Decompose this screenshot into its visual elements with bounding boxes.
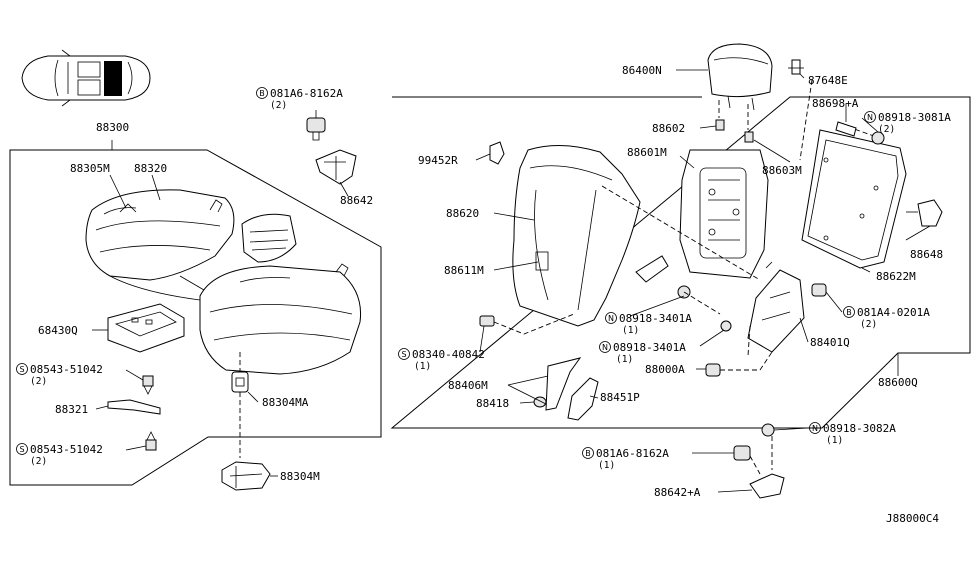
label-88300: 88300 bbox=[96, 121, 129, 134]
part-number-labels: 88300 88305M 88320 68430Q 08543-51042 (2… bbox=[30, 64, 951, 525]
screw-08543-lower bbox=[145, 431, 157, 451]
label-88601M: 88601M bbox=[627, 146, 667, 159]
label-88304M: 88304M bbox=[280, 470, 320, 483]
svg-text:(1): (1) bbox=[826, 435, 843, 446]
leader-lines bbox=[92, 69, 931, 493]
svg-text:B: B bbox=[846, 308, 852, 317]
screw-08340-40842 bbox=[479, 315, 495, 327]
label-08543-51042-a: 08543-51042 bbox=[30, 363, 103, 376]
bolt-081A6-upper bbox=[306, 117, 326, 141]
label-88321: 88321 bbox=[55, 403, 88, 416]
part-88648-lock bbox=[906, 199, 943, 227]
svg-text:N: N bbox=[867, 113, 873, 122]
part-88642A-hinge bbox=[749, 473, 785, 499]
seat-back-drawing bbox=[512, 144, 641, 327]
svg-text:(2): (2) bbox=[860, 319, 877, 330]
label-08543-51042-b: 08543-51042 bbox=[30, 443, 103, 456]
svg-text:B: B bbox=[259, 89, 265, 98]
label-88602: 88602 bbox=[652, 122, 685, 135]
bolt-081A4 bbox=[811, 283, 827, 297]
label-081A6-8162A-bottom: 081A6-8162A bbox=[596, 447, 669, 460]
part-87648E-clip bbox=[788, 59, 804, 75]
label-88600Q: 88600Q bbox=[878, 376, 918, 389]
label-68430Q: 68430Q bbox=[38, 324, 78, 337]
part-88642-hinge bbox=[315, 149, 357, 185]
label-08918-3401A-b: 08918-3401A bbox=[613, 341, 686, 354]
svg-text:N: N bbox=[812, 424, 818, 433]
label-88622M: 88622M bbox=[876, 270, 916, 283]
part-86400N-headrest bbox=[707, 43, 773, 111]
label-08340-40842: 08340-40842 bbox=[412, 348, 485, 361]
label-081A4-0201A: 081A4-0201A bbox=[857, 306, 930, 319]
label-88642: 88642 bbox=[340, 194, 373, 207]
label-88320: 88320 bbox=[134, 162, 167, 175]
part-88601M-frame bbox=[679, 149, 769, 279]
label-88401Q: 88401Q bbox=[810, 336, 850, 349]
svg-text:N: N bbox=[608, 314, 614, 323]
label-88620: 88620 bbox=[446, 207, 479, 220]
part-88304MA-clip bbox=[231, 371, 249, 393]
svg-text:S: S bbox=[19, 365, 24, 374]
part-88451P-cover bbox=[567, 377, 599, 421]
part-88698A-clip bbox=[835, 121, 857, 137]
svg-text:(1): (1) bbox=[616, 354, 633, 365]
label-88642A: 88642+A bbox=[654, 486, 701, 499]
diagram-code: J88000C4 bbox=[886, 512, 939, 525]
svg-text:(2): (2) bbox=[30, 456, 47, 467]
svg-text:(2): (2) bbox=[270, 100, 287, 111]
label-08918-3081A: 08918-3081A bbox=[878, 111, 951, 124]
label-88000A: 88000A bbox=[645, 363, 685, 376]
part-88622M-back-panel bbox=[801, 129, 907, 269]
label-88304MA: 88304MA bbox=[262, 396, 309, 409]
svg-text:S: S bbox=[401, 350, 406, 359]
label-87648E: 87648E bbox=[808, 74, 848, 87]
spec-markers: B S S N B N S N N B bbox=[16, 87, 876, 459]
bolt-081A6-lower bbox=[733, 445, 751, 461]
label-88611M: 88611M bbox=[444, 264, 484, 277]
label-99452R: 99452R bbox=[418, 154, 458, 167]
vehicle-locator-icon bbox=[21, 49, 151, 107]
screw-08543-upper bbox=[142, 375, 154, 395]
label-88648: 88648 bbox=[910, 248, 943, 261]
svg-text:N: N bbox=[602, 343, 608, 352]
part-88321-bracket bbox=[107, 399, 161, 415]
label-88603M: 88603M bbox=[762, 164, 802, 177]
rear-seat-cushion-group-frame bbox=[9, 149, 382, 486]
part-88304M-latch bbox=[221, 461, 271, 491]
part-88602-guide bbox=[715, 119, 754, 143]
part-88401Q-bracket bbox=[747, 261, 805, 353]
label-86400N: 86400N bbox=[622, 64, 662, 77]
label-08918-3082A: 08918-3082A bbox=[823, 422, 896, 435]
svg-text:S: S bbox=[19, 445, 24, 454]
part-68430Q-tray bbox=[107, 303, 185, 353]
label-081A6-8162A-top: 081A6-8162A bbox=[270, 87, 343, 100]
svg-text:(1): (1) bbox=[598, 460, 615, 471]
svg-text:(1): (1) bbox=[622, 325, 639, 336]
marker-b-081A6-top bbox=[256, 87, 268, 99]
svg-text:(1): (1) bbox=[414, 361, 431, 372]
svg-text:(2): (2) bbox=[878, 124, 895, 135]
svg-text:(2): (2) bbox=[30, 376, 47, 387]
svg-text:B: B bbox=[585, 449, 591, 458]
part-99452R-clip bbox=[489, 141, 505, 165]
label-88698A: 88698+A bbox=[812, 97, 859, 110]
nut-08918-3082A bbox=[761, 423, 775, 437]
bolt-88000A bbox=[705, 363, 721, 377]
label-08918-3401A-a: 08918-3401A bbox=[619, 312, 692, 325]
label-88418: 88418 bbox=[476, 397, 509, 410]
label-88305M: 88305M bbox=[70, 162, 110, 175]
label-88451P: 88451P bbox=[600, 391, 640, 404]
label-88406M: 88406M bbox=[448, 379, 488, 392]
seat-cushion-drawing bbox=[85, 189, 362, 375]
